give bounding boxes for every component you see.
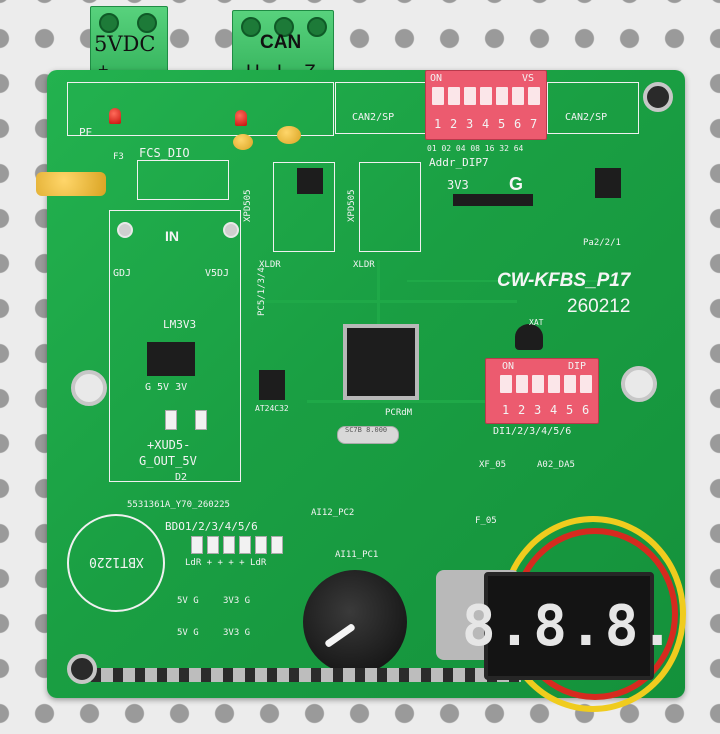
can2-outline-right bbox=[547, 82, 639, 134]
dip7-num-3: 3 bbox=[466, 117, 474, 131]
pa21-label: Pa2/2/1 bbox=[583, 238, 621, 248]
di-dip-switch[interactable]: ON DIP 1 2 3 4 5 6 bbox=[485, 358, 599, 424]
display-digits: 8.8.8. bbox=[461, 593, 677, 659]
voltage-regulator-chip bbox=[147, 342, 195, 376]
dip7-num-7: 7 bbox=[530, 117, 538, 131]
crystal-oscillator bbox=[337, 426, 399, 444]
xud5-label: +XUD5- bbox=[147, 438, 191, 452]
3v3-label: 3V3 bbox=[447, 178, 469, 192]
can-label: CAN bbox=[260, 32, 302, 53]
a02-label: A02_DA5 bbox=[537, 460, 575, 470]
f05-label: F_05 bbox=[475, 516, 497, 526]
ldr-row-label: LdR + + + + LdR bbox=[185, 558, 267, 568]
dip6-num-2: 2 bbox=[518, 403, 526, 417]
capacitor bbox=[233, 134, 253, 150]
fcs-dio-label: FCS_DIO bbox=[139, 146, 190, 160]
transistor bbox=[515, 324, 543, 350]
can2sp-left-label: CAN2/SP bbox=[352, 112, 395, 123]
dip7-num-2: 2 bbox=[450, 117, 458, 131]
can2sp-right-label: CAN2/SP bbox=[565, 112, 608, 123]
mount-hole bbox=[67, 654, 97, 684]
screw-icon bbox=[241, 17, 261, 37]
knob-pointer-icon bbox=[324, 622, 356, 649]
dip6-dip-label: DIP bbox=[568, 361, 587, 372]
mount-hole bbox=[621, 366, 657, 402]
regulator-label: LM3V3 bbox=[163, 318, 197, 331]
eeprom-chip bbox=[259, 370, 285, 400]
yellow-fuse bbox=[36, 172, 106, 196]
serial-label: 5531361A_Y70_260225 bbox=[127, 500, 230, 510]
dip6-num-1: 1 bbox=[502, 403, 510, 417]
in-label: IN bbox=[165, 228, 179, 244]
pcb-board: CAN2/SP CAN2/SP PE F3 FCS_DIO IN GDJ V5D… bbox=[47, 70, 685, 698]
g-label: G bbox=[509, 174, 524, 194]
addr-dip-switch[interactable]: ON VS 1 2 3 4 5 6 7 bbox=[425, 70, 547, 140]
dip7-num-6: 6 bbox=[514, 117, 522, 131]
addr-dip-label: Addr_DIP7 bbox=[429, 156, 489, 169]
dip6-num-5: 5 bbox=[566, 403, 574, 417]
dip7-on-label: ON bbox=[430, 73, 443, 84]
driver-chip bbox=[595, 168, 621, 198]
xat-label: XAT bbox=[529, 318, 544, 327]
screw-icon bbox=[307, 17, 327, 37]
dip7-num-5: 5 bbox=[498, 117, 506, 131]
mount-hole bbox=[643, 82, 673, 112]
bdo-label: BDO1/2/3/4/5/6 bbox=[165, 520, 258, 533]
gout-label: G_OUT_5V bbox=[139, 454, 197, 468]
dip7-num-1: 1 bbox=[434, 117, 442, 131]
dip6-on-label: ON bbox=[502, 361, 515, 372]
pcrdm-label: PCRdM bbox=[385, 408, 413, 418]
dip7-num-4: 4 bbox=[482, 117, 490, 131]
input-section-outline bbox=[109, 210, 241, 482]
pe-label: PE bbox=[79, 126, 93, 139]
battery-holder bbox=[67, 514, 165, 612]
v5dj-label: V5DJ bbox=[205, 268, 230, 279]
opamp-chip bbox=[297, 168, 323, 194]
xf05-label: XF_05 bbox=[479, 460, 507, 470]
d2-label: D2 bbox=[175, 472, 188, 483]
gdj-label: GDJ bbox=[113, 268, 132, 279]
screw-icon bbox=[274, 17, 294, 37]
bottom-pin-header bbox=[91, 668, 521, 682]
capacitor bbox=[277, 126, 301, 144]
screw-icon bbox=[99, 13, 119, 33]
addr-nums-label: 01 02 04 08 16 32 64 bbox=[427, 144, 524, 153]
ai12-label: AI12_PC2 bbox=[311, 508, 355, 518]
pin-header bbox=[453, 194, 533, 206]
board-model-label: CW-KFBS_P17 bbox=[497, 270, 631, 291]
potentiometer-knob[interactable] bbox=[303, 570, 407, 674]
xldr-1-label: XLDR bbox=[259, 260, 281, 270]
3v3-g-label-1: 3V3 G bbox=[223, 596, 251, 606]
ai11-label: AI11_PC1 bbox=[335, 550, 379, 560]
5v-g-label-2: 5V G bbox=[177, 628, 199, 638]
dip6-num-6: 6 bbox=[582, 403, 590, 417]
mount-hole bbox=[71, 370, 107, 406]
dip6-num-3: 3 bbox=[534, 403, 542, 417]
power-label: 5VDC bbox=[94, 32, 156, 56]
xpd505-a-label: XPD505 bbox=[243, 189, 253, 222]
regulator-pins-label: G 5V 3V bbox=[145, 382, 188, 393]
fcs-outline bbox=[137, 160, 229, 200]
crystal-label: SC7B 8.000 bbox=[345, 426, 388, 434]
dip6-num-4: 4 bbox=[550, 403, 558, 417]
header-outline bbox=[67, 82, 334, 136]
power-led bbox=[109, 108, 121, 124]
board-date-label: 260212 bbox=[567, 296, 631, 317]
pc-labels: PC5/1/3/4 bbox=[257, 267, 267, 316]
at24-label: AT24C32 bbox=[255, 404, 289, 413]
dip7-vs-label: VS bbox=[522, 73, 535, 84]
dip6-label: DI1/2/3/4/5/6 bbox=[493, 426, 572, 437]
can2-outline-left bbox=[335, 82, 427, 134]
5v-g-label-1: 5V G bbox=[177, 596, 199, 606]
battery-label: XBT1220 bbox=[89, 554, 144, 569]
seven-segment-display: 8.8.8. bbox=[462, 572, 674, 680]
microcontroller-chip bbox=[343, 324, 419, 400]
f3-label: F3 bbox=[113, 152, 124, 162]
3v3-g-label-2: 3V3 G bbox=[223, 628, 251, 638]
xpd505-b-label: XPD505 bbox=[347, 189, 357, 222]
xldr-2-label: XLDR bbox=[353, 260, 375, 270]
status-led bbox=[235, 110, 247, 126]
screw-icon bbox=[137, 13, 157, 33]
